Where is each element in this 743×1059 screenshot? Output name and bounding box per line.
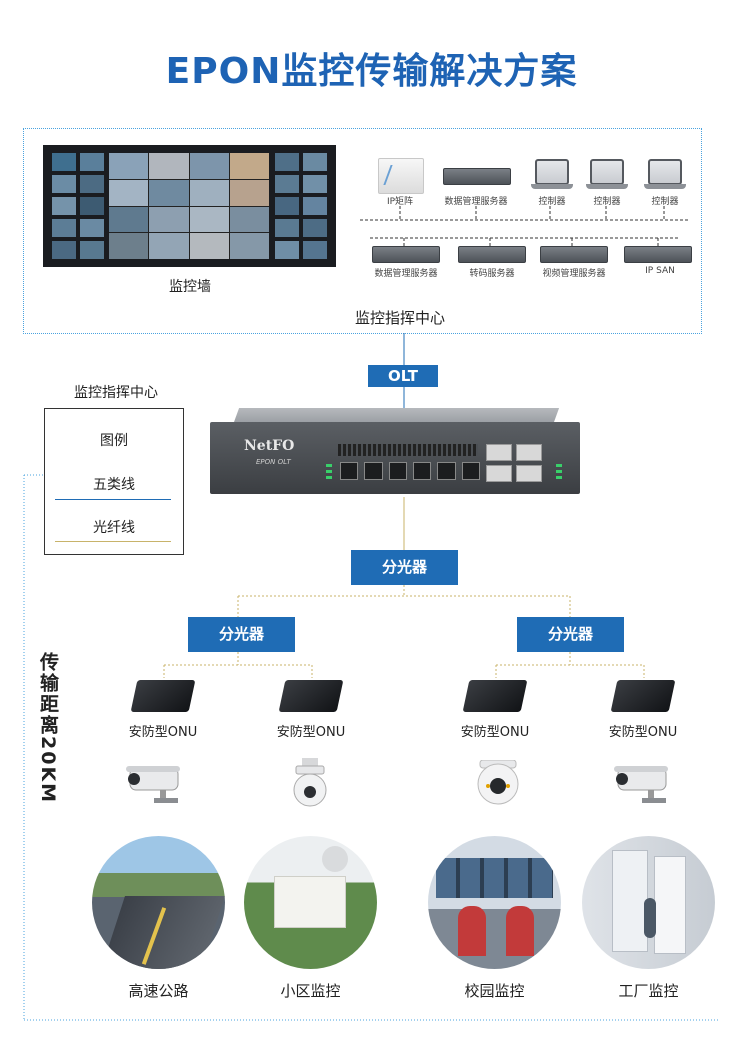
controller-2 [586,159,628,191]
legend-heading: 监控指挥中心 [74,385,158,401]
highway-scene-image [92,836,225,969]
onu-device-3 [462,680,528,712]
controller-1 [531,159,573,191]
legend-item-label: 五类线 [93,477,135,493]
legend-item-label: 光纤线 [93,520,135,536]
ip-san-device [624,246,692,263]
residential-scene-image [244,836,377,969]
olt-leds-right [556,464,562,482]
factory-scene-image [582,836,715,969]
top-device-label-4: 控制器 [593,197,621,207]
campus-scene-image [428,836,561,969]
video-wall-label: 监控墙 [169,279,211,295]
bullet-camera-icon [614,766,668,803]
main-splitter-box: 分光器 [351,550,458,585]
olt-device: NetFO EPON OLT [210,408,580,498]
onu-device-4 [610,680,676,712]
olt-pon-ports [340,462,480,480]
page-title: EPON监控传输解决方案 [165,51,578,92]
onu-device-2 [278,680,344,712]
dome-camera-icon [477,760,519,805]
right-splitter-box: 分光器 [517,617,624,652]
onu-label: 安防型ONU [276,725,346,740]
legend-title: 图例 [100,433,128,449]
left-splitter-box: 分光器 [188,617,295,652]
top-device-label-2: 数据管理服务器 [444,197,508,207]
dome-ptz-camera-icon [293,758,327,807]
onu-label: 安防型ONU [128,725,198,740]
command-center-box [23,128,702,334]
olt-rj45-ports [486,444,542,482]
olt-vent-grid [338,444,478,456]
bottom-device-label-3: 视频管理服务器 [542,269,606,279]
data-server-top [443,168,511,185]
transcode-server [458,246,526,263]
center-network-lines [360,206,690,246]
legend-box: 图例 五类线 光纤线 [44,408,184,555]
onu-label: 安防型ONU [608,725,678,740]
scene-label: 高速公路 [128,982,189,1000]
onu-label: 安防型ONU [460,725,530,740]
top-device-label-5: 控制器 [651,197,679,207]
olt-model: EPON OLT [256,458,291,466]
controller-3 [644,159,686,191]
olt-brand: NetFO [244,438,295,454]
distance-label: 传输距离20KM [37,652,59,805]
bottom-device-label-4: IP SAN [645,266,675,276]
bottom-device-label-2: 转码服务器 [469,269,515,279]
onu-device-1 [130,680,196,712]
scene-label: 校园监控 [464,982,525,1000]
command-center-label: 监控指挥中心 [354,309,445,327]
olt-leds-left [326,464,332,482]
olt-label-box: OLT [368,365,438,387]
bottom-device-label-1: 数据管理服务器 [374,269,438,279]
ip-matrix-device [378,158,424,194]
top-device-label-1: IP矩阵 [386,197,414,207]
video-server [540,246,608,263]
legend-line-cat5 [55,499,171,500]
data-server-bottom [372,246,440,263]
video-wall [43,145,336,267]
scene-label: 小区监控 [280,982,341,1000]
bullet-camera-icon [126,766,180,803]
top-device-label-3: 控制器 [538,197,566,207]
scene-label: 工厂监控 [618,982,679,1000]
legend-line-fiber [55,541,171,542]
